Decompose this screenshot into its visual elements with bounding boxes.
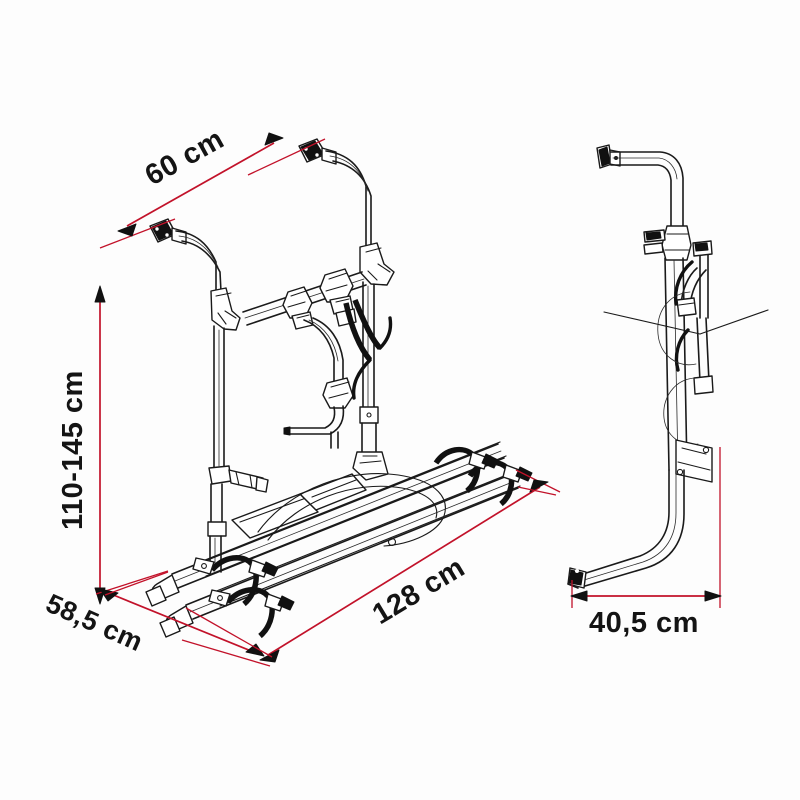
- mounting-bracket-right: [298, 138, 337, 165]
- left-upright-assembly: [149, 218, 269, 573]
- dimension-110-145cm: 110-145 cm: [57, 285, 106, 605]
- bike-clamp-1: [282, 286, 314, 330]
- side-foot-hook: [567, 567, 587, 589]
- junction-clamp-right: [359, 242, 395, 286]
- collar-clamp-left-upper: [210, 287, 241, 331]
- dimension-label-40-5cm: 40,5 cm: [589, 607, 699, 639]
- dimension-label-128cm: 128 cm: [367, 551, 470, 631]
- dimension-label-110-145cm: 110-145 cm: [57, 370, 89, 530]
- isometric-view: 60 cm 110-145 cm 58,5 cm: [42, 123, 561, 667]
- dimension-40-5cm: 40,5 cm: [570, 447, 722, 639]
- side-view: 40,5 cm: [567, 144, 769, 639]
- dimension-label-60cm: 60 cm: [140, 123, 230, 192]
- side-bike-holder: [676, 240, 714, 395]
- dimension-label-58-5cm: 58,5 cm: [42, 588, 148, 657]
- rail-platform: [145, 441, 533, 639]
- cross-bar-assembly: [242, 268, 367, 449]
- side-lower-bracket: [675, 439, 713, 483]
- holder-arm-clamp: [322, 377, 354, 409]
- dimension-60cm: 60 cm: [99, 123, 326, 249]
- right-upright-assembly: [298, 138, 395, 481]
- side-straps: [673, 260, 694, 372]
- retaining-straps: [343, 298, 393, 400]
- side-clamp-upper: [643, 225, 692, 261]
- wheel-holder-left: [208, 465, 269, 493]
